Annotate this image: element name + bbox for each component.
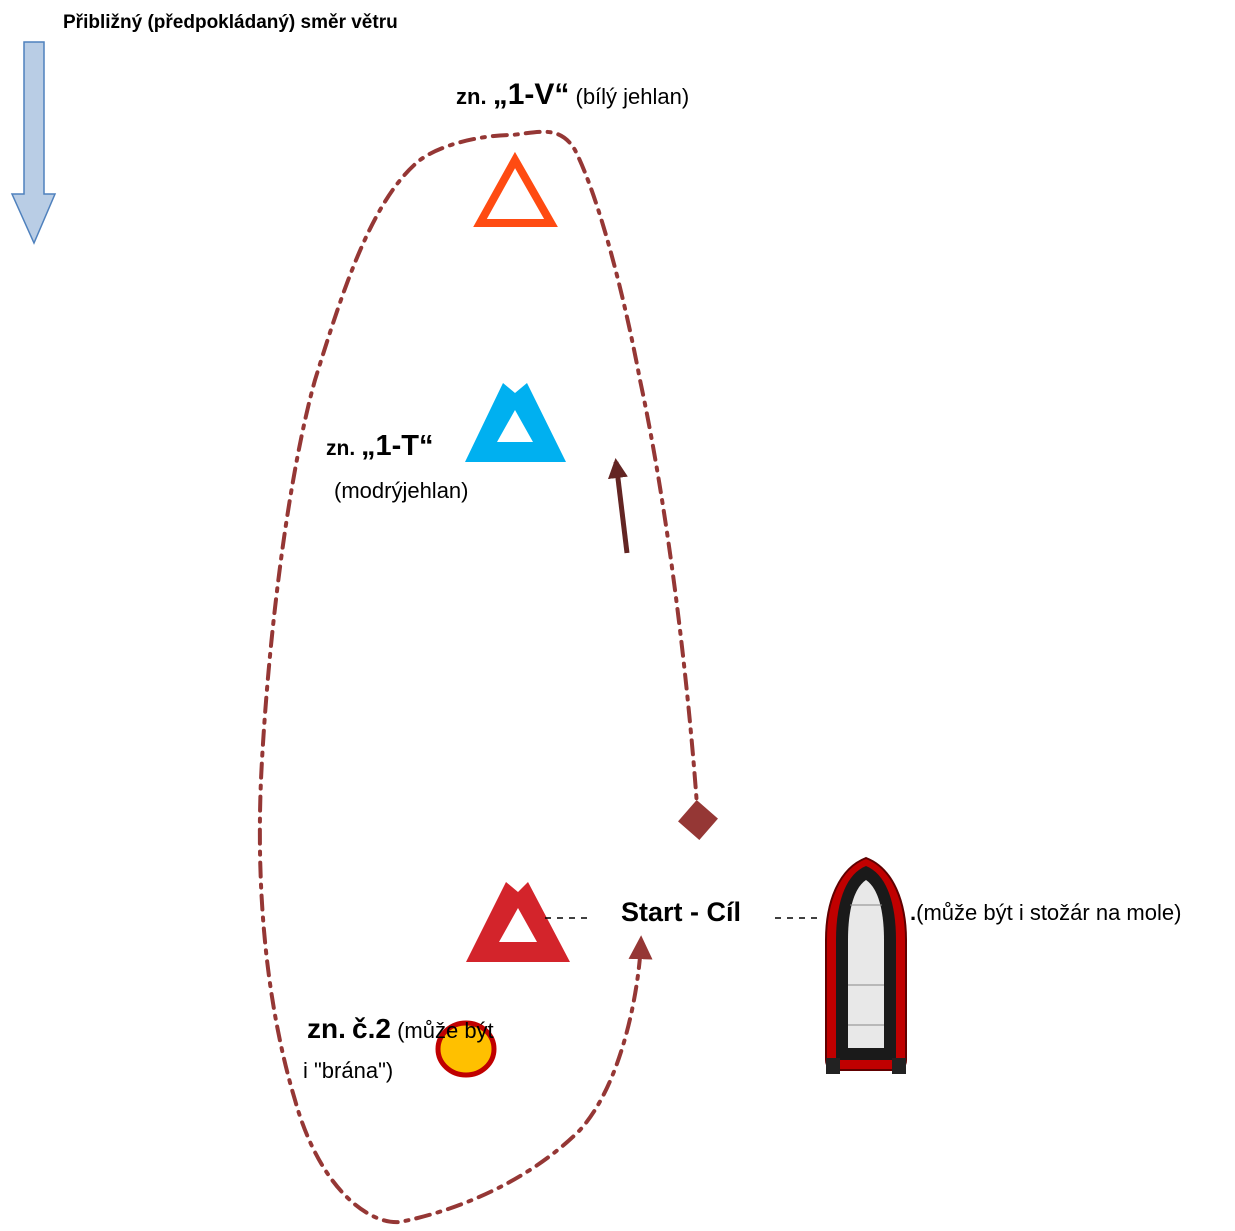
mark-2-label: zn. č.2 (může být [307,1013,494,1045]
mark-2-desc-line2: i "brána") [303,1058,394,1083]
mark-1t-triangle-icon [465,383,566,462]
mark-1v-desc: (bílý jehlan) [575,84,690,109]
wind-arrow [10,41,57,245]
mark-1v-prefix: zn. [456,84,487,109]
start-mast-note: .(může být i stožár na mole) [910,900,1181,925]
course-path-main [257,129,718,1225]
mark-2-prefix: zn. [307,1013,346,1044]
mark-2-desc-line1: (může být [397,1018,494,1043]
mark-1v-code: „1-V“ [492,78,570,111]
committee-boat-icon [825,856,907,1074]
mark-1t-label: zn. „1-T“ [326,430,434,463]
direction-arrow [607,458,630,554]
mark-2-code: č.2 [352,1013,391,1044]
start-finish-label: Start - Cíl [621,897,742,927]
mark-2-buoy-icon [435,1020,497,1078]
start-mast-note-text: (může být i stožár na mole) [916,900,1182,925]
mark-1t-code: „1-T“ [361,430,434,462]
mark-1t-prefix: zn. [326,437,356,460]
start-mark-triangle-icon [466,882,570,962]
mark-1v-triangle-icon [473,151,558,227]
wind-direction-title: Přibližný (předpokládaný) směr větru [63,12,398,33]
start-mast-note-dot: . [910,900,917,925]
mark-1t-desc: (modrýjehlan) [334,478,469,503]
mark-1v-label: zn. „1-V“ (bílý jehlan) [456,78,689,113]
